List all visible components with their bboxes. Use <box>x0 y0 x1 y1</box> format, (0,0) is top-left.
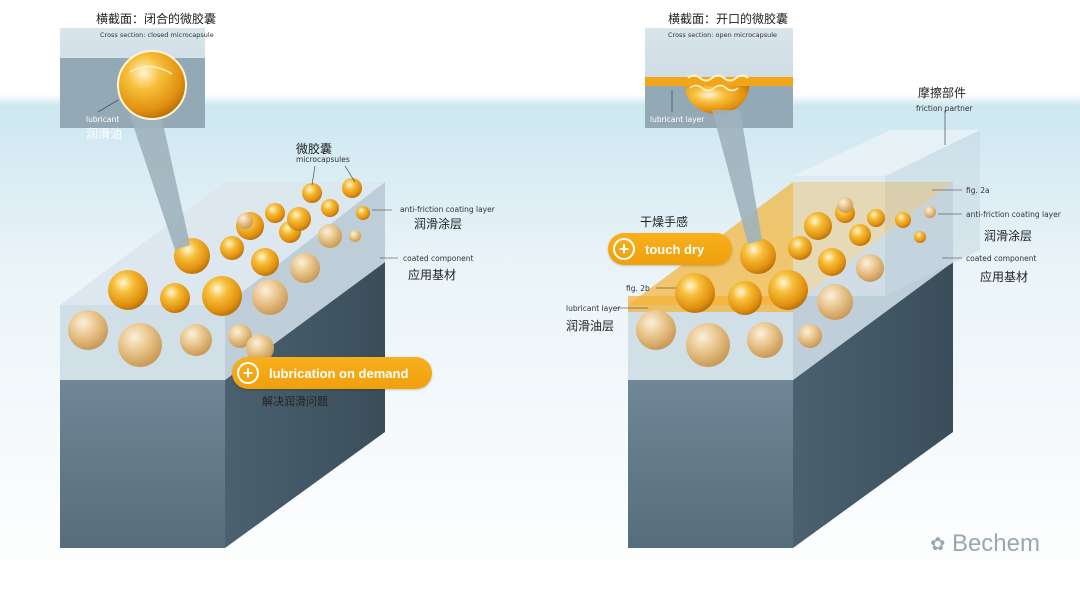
microcapsule <box>68 310 108 350</box>
right-substrate-front <box>628 380 793 548</box>
left-coated-component-cn: 应用基材 <box>408 268 457 282</box>
microcapsule <box>220 236 244 260</box>
watermark: ✿ Bechem <box>930 530 1040 558</box>
microcapsule <box>728 281 762 315</box>
microcapsule <box>686 323 730 367</box>
right-inset-title-en: Cross section: open microcapsule <box>668 31 778 39</box>
right-lubricant-layer-cn: 润滑油层 <box>566 319 615 333</box>
left-inset-lubricant-en: lubricant <box>86 115 120 124</box>
left-inset-title-en: Cross section: closed microcapsule <box>100 31 214 39</box>
friction-partner-en: friction partner <box>916 104 973 113</box>
microcapsule <box>108 270 148 310</box>
friction-partner-top <box>793 130 980 176</box>
left-coating-layer-en: anti-friction coating layer <box>400 205 495 214</box>
microcapsule <box>118 323 162 367</box>
lubrication-on-demand-label: lubrication on demand <box>269 365 409 381</box>
wechat-icon: ✿ <box>930 534 946 555</box>
microcapsule <box>246 334 274 362</box>
microcapsule <box>237 213 253 229</box>
capsules-group <box>68 178 936 367</box>
microcapsule <box>856 254 884 282</box>
right-inset-wave-2 <box>689 84 739 92</box>
microcapsule <box>321 199 339 217</box>
right-inset-pointer <box>712 110 762 244</box>
watermark-text: Bechem <box>951 530 1040 557</box>
leader-lines <box>311 110 962 309</box>
right-inset-open-capsule <box>685 86 749 114</box>
microcapsule <box>675 273 715 313</box>
microcapsules-cn: 微胶囊 <box>296 142 333 156</box>
lubrication-on-demand-pill: + lubrication on demand <box>232 357 432 389</box>
microcapsule <box>817 284 853 320</box>
microcapsule <box>924 206 936 218</box>
plus-icon: + <box>237 362 259 384</box>
microcapsule <box>768 270 808 310</box>
right-inset-lubricant-layer-en: lubricant layer <box>650 115 705 124</box>
microcapsule <box>747 322 783 358</box>
microcapsule <box>849 224 871 246</box>
microcapsules-en: microcapsules <box>296 155 350 164</box>
left-coated-component-en: coated component <box>403 254 474 263</box>
fig-2b-label: fig. 2b <box>626 284 650 293</box>
microcapsule <box>318 224 342 248</box>
microcapsule <box>867 209 885 227</box>
microcapsule <box>788 236 812 260</box>
left-coating-layer-cn: 润滑涂层 <box>414 217 463 231</box>
left-inset <box>60 28 205 250</box>
right-lubricant-layer-en: lubricant layer <box>566 304 621 313</box>
left-pill-caption-cn: 解决润滑问题 <box>262 395 328 408</box>
microcapsule <box>160 283 190 313</box>
left-inset-lubricant-leader <box>97 99 119 113</box>
microcapsule <box>798 324 822 348</box>
right-coating-layer-en: anti-friction coating layer <box>966 210 1061 219</box>
left-inset-capsule-highlight <box>129 65 173 75</box>
microcapsule <box>180 324 212 356</box>
microcapsule <box>251 248 279 276</box>
right-inset <box>645 28 793 244</box>
left-inset-lubricant-cn: 润滑油 <box>86 127 123 141</box>
microcapsule <box>228 324 252 348</box>
microcapsule <box>804 212 832 240</box>
microcapsule <box>349 230 361 242</box>
touch-dry-pill: + touch dry <box>608 233 732 265</box>
microcapsule <box>837 197 853 213</box>
right-inset-title-cn: 横截面：开口的微胶囊 <box>668 12 789 26</box>
left-substrate-side <box>225 262 385 548</box>
touch-dry-cn: 干燥手感 <box>640 215 689 229</box>
microcapsule <box>636 310 676 350</box>
right-coated-component-en: coated component <box>966 254 1037 263</box>
left-inset-pointer <box>128 110 190 250</box>
left-inset-capsule <box>117 50 187 120</box>
microcapsule <box>265 203 285 223</box>
microcapsule <box>302 183 322 203</box>
microcapsule <box>342 178 362 198</box>
microcapsule <box>287 207 311 231</box>
right-coated-component-cn: 应用基材 <box>980 270 1029 284</box>
microcapsule <box>252 279 288 315</box>
right-coating-layer-cn: 润滑涂层 <box>984 229 1033 243</box>
microcapsule <box>290 253 320 283</box>
microcapsule <box>914 231 926 243</box>
microcapsule <box>895 212 911 228</box>
right-substrate-side <box>793 262 953 548</box>
microcapsule <box>356 206 370 220</box>
left-substrate-front <box>60 380 225 548</box>
touch-dry-label: touch dry <box>645 241 705 257</box>
right-inset-wave-1 <box>687 74 749 82</box>
left-inset-title-cn: 横截面：闭合的微胶囊 <box>96 12 217 26</box>
plus-icon: + <box>613 238 635 260</box>
leader-microcapsule-1 <box>311 165 316 186</box>
friction-partner-cn: 摩擦部件 <box>918 86 967 100</box>
microcapsule <box>202 276 242 316</box>
microcapsule <box>740 238 776 274</box>
microcapsule <box>818 248 846 276</box>
right-inset-lubricant-layer <box>645 77 793 86</box>
leader-microcapsule-2 <box>344 165 356 183</box>
fig-2a-label: fig. 2a <box>966 186 990 195</box>
